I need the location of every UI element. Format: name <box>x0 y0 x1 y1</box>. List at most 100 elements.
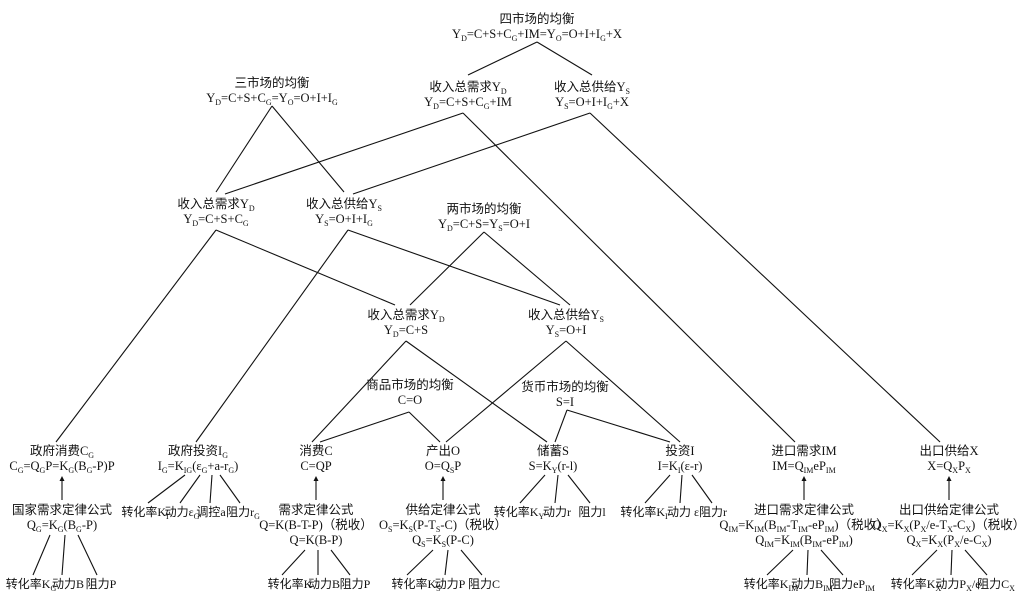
arrow-export-law-to-export-supply <box>946 476 952 500</box>
node-output: 产出O O=QSP <box>424 444 462 475</box>
node-title: 政府消费CG <box>29 444 95 460</box>
leaf-conversion-rate: 转化率KS <box>391 577 441 593</box>
arrow-supply-law-to-output <box>440 476 446 500</box>
node-title: 货币市场的均衡 <box>521 380 609 394</box>
leaf-conversion-rate: 转化率KIM <box>743 577 799 593</box>
node-title: 政府投资IG <box>168 444 228 460</box>
node-formula: QG=KG(BG-P) <box>26 518 98 534</box>
leaf-resistance: 阻力l <box>578 505 606 519</box>
edge-import-law-to-leaf3 <box>820 549 844 576</box>
edge-as3-to-gov-investment <box>195 229 349 443</box>
edge-ad2-to-saving <box>405 340 548 443</box>
node-formula: YD=C+S+CG+IM=YO=O+I+IG+X <box>452 27 622 43</box>
edge-export-law-to-leaf3 <box>964 549 988 576</box>
edge-saving-to-leaf1 <box>519 474 546 504</box>
node-formula: C=O <box>397 393 423 407</box>
edge-supply-law-to-leaf3 <box>460 549 483 576</box>
leaf-driving-force: 动力B <box>51 577 85 591</box>
edge-ad3-to-gov-consumption <box>55 229 217 443</box>
node-formula: IG=KIG(εG+a-rG) <box>157 459 239 475</box>
edge-three-to-as3 <box>271 105 345 193</box>
leaf-resistance: 阻力r <box>699 505 727 519</box>
node-government-investment: 政府投资IG IG=KIG(εG+a-rG) <box>157 444 239 475</box>
edge-saving-to-leaf2 <box>554 474 559 504</box>
edge-investment-to-leaf2 <box>679 474 683 504</box>
edge-two-to-ad2 <box>409 231 485 306</box>
node-formula: QIM=KIM(BIM-TIM-ePIM)（税收） <box>719 518 889 534</box>
edge-demand-law-to-leaf1 <box>281 549 306 576</box>
node-aggregate-demand-2: 收入总需求YD YD=C+S <box>367 308 445 339</box>
node-title: 出口供给定律公式 <box>898 503 1000 517</box>
node-formula: YS=O+I+IG <box>315 212 373 228</box>
node-title: 收入总供给YS <box>554 80 630 96</box>
node-title: 收入总需求YD <box>367 308 445 324</box>
node-title: 收入总需求YD <box>429 80 507 96</box>
edge-ad3-to-ad2 <box>215 229 396 306</box>
node-formula-simplified: Q=K(B-P) <box>289 533 343 547</box>
leaf-conversion-rate: 转化率KI <box>121 505 169 521</box>
edge-gov-inv-to-leaf2 <box>179 474 201 504</box>
leaf-resistance: 阻力rG <box>226 505 260 521</box>
edge-export-law-to-leaf2 <box>950 549 953 576</box>
leaf-conversion-rate: 转化率KX <box>890 577 942 593</box>
node-title: 需求定律公式 <box>278 503 354 517</box>
leaf-conversion-rate: 转化率K <box>267 577 313 591</box>
edge-nat-law-to-leaf3 <box>77 534 98 576</box>
edge-gov-inv-to-leaf3 <box>209 474 213 504</box>
node-formula: QX=KX(PX/e-TX-CX)（税收） <box>872 518 1024 534</box>
node-goods-market-equilibrium: 商品市场的均衡 C=O <box>366 378 454 408</box>
edge-four-to-as4 <box>536 41 593 76</box>
edge-supply-law-to-leaf1 <box>406 549 434 576</box>
node-formula-simplified: QIM=KIM(BIM-ePIM) <box>755 533 853 549</box>
node-formula: O=QSP <box>424 459 462 475</box>
node-export-supply: 出口供给X X=QXPX <box>919 444 979 475</box>
node-import-demand: 进口需求IM IM=QIMePIM <box>771 444 837 475</box>
edge-money-to-investment <box>566 409 671 443</box>
node-title: 储蓄S <box>537 444 569 458</box>
node-title: 收入总需求YD <box>177 197 255 213</box>
node-formula: S=I <box>555 395 575 409</box>
edge-ad4-to-ad3 <box>224 112 464 195</box>
node-title: 进口需求IM <box>771 444 837 458</box>
node-aggregate-supply-3: 收入总供给YS YS=O+I+IG <box>306 197 382 228</box>
edge-gov-inv-to-leaf4 <box>219 474 241 504</box>
node-title: 收入总供给YS <box>528 308 604 324</box>
node-investment: 投资I I=KI(ε-r) <box>658 444 703 475</box>
node-formula: YD=C+S <box>383 323 429 339</box>
node-export-supply-law: 出口供给定律公式 QX=KX(PX/e-TX-CX)（税收） QX=KX(PX/… <box>872 503 1024 549</box>
leaf-resistance: 阻力CX <box>977 577 1015 593</box>
edge-as2-to-output <box>445 340 567 443</box>
edge-saving-to-leaf3 <box>567 474 591 504</box>
leaf-resistance: 阻力P <box>85 577 117 591</box>
edge-investment-to-leaf3 <box>691 474 713 504</box>
node-formula: X=QXPX <box>927 459 971 475</box>
edge-demand-law-to-leaf3 <box>330 549 351 576</box>
leaf-conversion-rate: 转化率KG <box>5 577 57 593</box>
node-title: 产出O <box>425 444 461 458</box>
edge-as2-to-investment <box>565 340 681 443</box>
node-demand-law: 需求定律公式 Q=K(B-T-P)（税收） Q=K(B-P) <box>259 503 373 548</box>
node-title: 进口需求定律公式 <box>753 503 855 517</box>
leaf-resistance: 阻力ePIM <box>829 577 875 593</box>
edge-nat-law-to-leaf2 <box>61 534 66 576</box>
edge-export-law-to-leaf1 <box>911 549 938 576</box>
node-formula-simplified: QS=KS(P-C) <box>412 533 474 549</box>
node-title: 供给定律公式 <box>405 503 481 517</box>
edge-import-law-to-leaf2 <box>806 549 809 576</box>
node-consumption: 消费C C=QP <box>299 444 332 474</box>
node-formula: YD=C+S=YS=O+I <box>437 217 531 233</box>
edge-gov-inv-to-leaf1 <box>147 474 186 504</box>
node-government-consumption: 政府消费CG CG=QGP=KG(BG-P)P <box>9 444 114 475</box>
node-money-market-equilibrium: 货币市场的均衡 S=I <box>521 380 609 410</box>
edge-three-to-ad3 <box>215 105 273 193</box>
edge-ad4-to-import <box>462 112 796 443</box>
node-formula: YS=O+I <box>545 323 587 339</box>
leaf-driving-force: 动力r <box>543 505 571 519</box>
leaf-driving-force: 动力P <box>434 577 466 591</box>
edge-goods-to-output <box>408 411 441 443</box>
leaf-driving-force: 动力 ε <box>666 505 700 519</box>
node-title: 出口供给X <box>919 444 979 458</box>
node-formula: YD=C+S+CG <box>183 212 249 228</box>
edge-import-law-to-leaf1 <box>766 549 794 576</box>
arrow-nat-law-to-gov-consumption <box>59 476 65 500</box>
